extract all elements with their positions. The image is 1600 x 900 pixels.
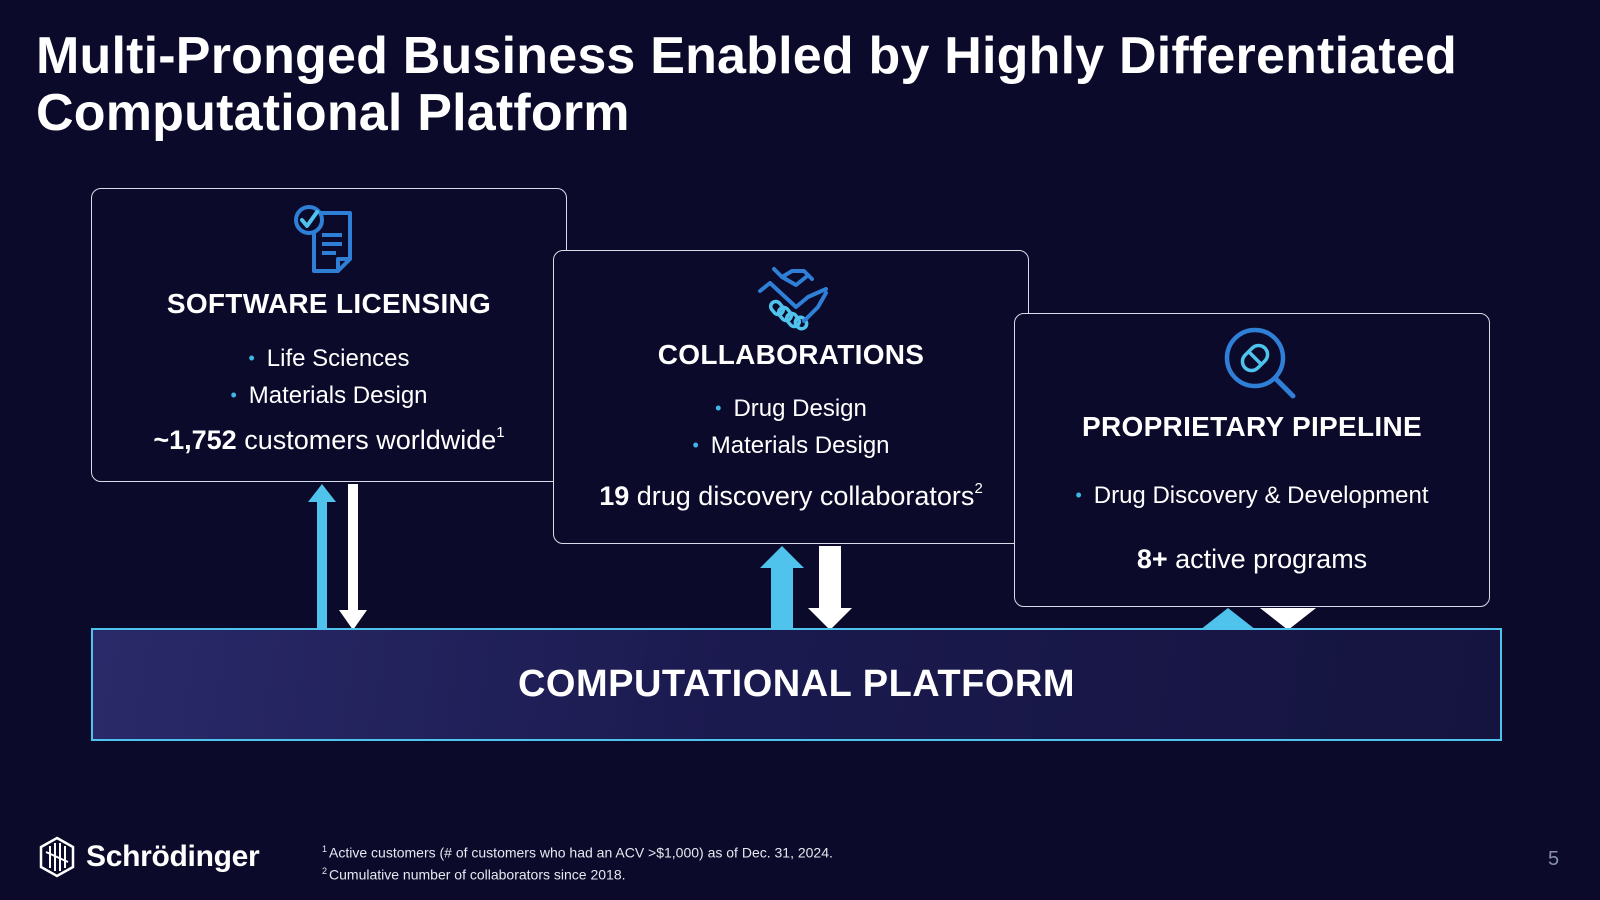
- computational-platform-bar: COMPUTATIONAL PLATFORM: [91, 628, 1502, 741]
- platform-label: COMPUTATIONAL PLATFORM: [517, 663, 1075, 705]
- down-arrow-icon: [339, 484, 367, 630]
- list-item: •Drug Discovery & Development: [1075, 482, 1429, 509]
- list-item: •Drug Design: [715, 395, 867, 422]
- bullet-dot-icon: •: [692, 435, 699, 455]
- bullet-dot-icon: •: [230, 385, 237, 405]
- bullet-list: •Life Sciences •Materials Design: [92, 341, 566, 415]
- schrodinger-logo-icon: [39, 836, 75, 878]
- pill-magnifier-icon: [1224, 327, 1296, 399]
- programs-stat: 8+ active programs: [1136, 544, 1368, 574]
- up-arrow-icon: [308, 484, 336, 630]
- handshake-icon: [758, 267, 828, 331]
- document-check-icon: [294, 205, 352, 273]
- list-item: •Materials Design: [692, 432, 890, 459]
- page-number: 5: [1548, 848, 1560, 870]
- up-arrow-icon: [1200, 608, 1256, 630]
- software-licensing-card: SOFTWARE LICENSING •Life Sciences •Mater…: [91, 188, 567, 482]
- card-title: COLLABORATIONS: [657, 339, 925, 370]
- list-item: •Materials Design: [230, 382, 428, 409]
- collaborations-card: COLLABORATIONS •Drug Design •Materials D…: [553, 250, 1029, 544]
- down-arrow-icon: [1260, 608, 1316, 630]
- collaborator-stat: 19 drug discovery collaborators2: [599, 480, 983, 511]
- bullet-dot-icon: •: [248, 348, 255, 368]
- bullet-list: •Drug Design •Materials Design: [554, 391, 1028, 465]
- slide-title: Multi-Pronged Business Enabled by Highly…: [36, 27, 1457, 142]
- bullet-dot-icon: •: [1075, 485, 1082, 505]
- company-logo: Schrödinger: [38, 836, 260, 878]
- proprietary-pipeline-card: PROPRIETARY PIPELINE •Drug Discovery & D…: [1014, 313, 1490, 607]
- card-title: SOFTWARE LICENSING: [166, 288, 492, 319]
- logo-text: Schrödinger: [86, 840, 260, 873]
- list-item: •Life Sciences: [248, 345, 410, 372]
- down-arrow-icon: [808, 546, 852, 630]
- up-arrow-icon: [760, 546, 804, 630]
- customer-stat: ~1,752 customers worldwide1: [153, 424, 505, 455]
- bullet-list: •Drug Discovery & Development: [1015, 478, 1489, 515]
- bullet-dot-icon: •: [715, 398, 722, 418]
- card-title: PROPRIETARY PIPELINE: [1082, 411, 1422, 442]
